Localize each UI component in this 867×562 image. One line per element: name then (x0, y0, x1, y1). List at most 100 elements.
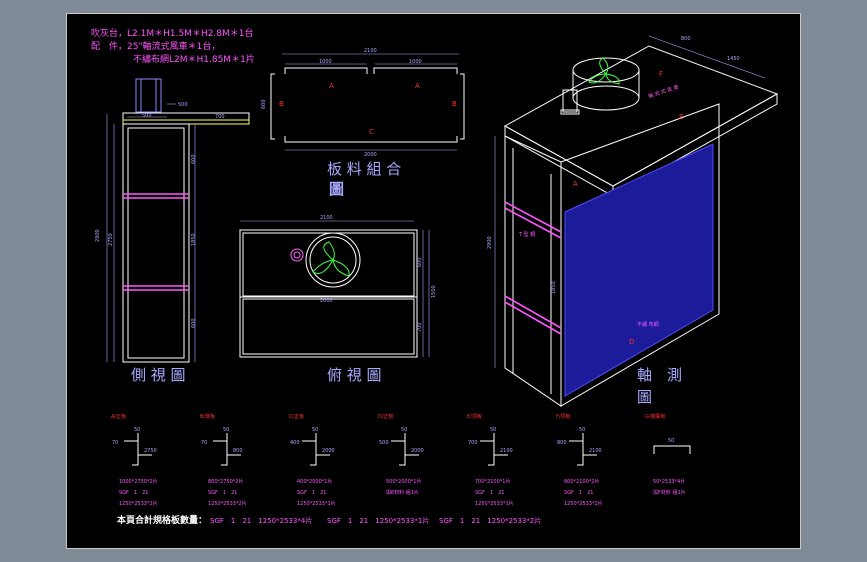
note-fan: 軸 流 式 風 車 (647, 84, 679, 100)
dim-iso-side: 1450 (727, 56, 740, 62)
part-spec-2: 與F材料 組1片 (653, 489, 686, 496)
part-name: D/正板 (378, 413, 394, 420)
part-spec-1: 1000*2750*2片 (119, 478, 158, 485)
panel-a-left (284, 67, 368, 74)
panel-b-right (460, 73, 465, 140)
part-dim-mid: 70 (112, 440, 118, 446)
fan-blade-icon (332, 259, 350, 277)
label-b-right: B (452, 100, 457, 108)
part-spec-1: 500*2000*1片 (386, 478, 421, 485)
part-spec-3: 1250*2533*1片 (297, 500, 336, 507)
iso-mesh-texture (564, 143, 714, 397)
part-profile-flange (488, 433, 495, 466)
part-dim-bot: 2750 (144, 448, 157, 454)
panel-layout-title: 板 料 組 合 (327, 160, 401, 178)
cad-drawing: 吹灰台，L2.1M＊H1.5M＊H2.8M＊1台 配 件，25"軸流式風車＊1台… (91, 27, 779, 526)
part-profile (391, 440, 419, 456)
dim-iso-depth: 800 (681, 36, 691, 42)
dim-top-height: 500 (178, 102, 188, 108)
dim-line (648, 35, 766, 79)
part-profile (569, 440, 597, 456)
panel-a-right (373, 67, 458, 74)
part-profile (124, 440, 152, 456)
note-line-1: 吹灰台，L2.1M＊H1.5M＊H2.8M＊1台 (91, 27, 254, 39)
part-name: G/擋風板 (645, 413, 666, 420)
part-spec-3: 1250*2533*2片 (208, 500, 247, 507)
dim-total-height: 2900 (95, 229, 101, 242)
dim-top-lower: 700 (417, 322, 423, 332)
summary-item-3: SGF 1 21 1250*2533*2片 (439, 516, 541, 525)
part-profile-flange (399, 433, 406, 466)
iso-fan-ring-bottom (572, 85, 640, 111)
panel-c (284, 136, 458, 143)
part-spec-2: SGF 1 21 (297, 490, 326, 496)
part-name: F/頂板 (556, 413, 571, 420)
top-view: 2100 600 1500 700 2000 俯 視 圖 (239, 215, 437, 384)
part-profile-flange (310, 433, 317, 466)
label-iso-d: D (629, 338, 634, 346)
summary-item-1: SGF 1 21 1250*2533*4片 (210, 516, 312, 525)
part-dim-top: 50 (312, 427, 318, 433)
part-spec-1: 50*2533*4片 (653, 478, 685, 485)
isometric-view: 800 1450 2900 1850 F E D A 軸 流 式 風 車 T 型… (487, 35, 779, 407)
iso-view-title: 軸 測 (637, 366, 682, 384)
note-line-3: 不繡布網L2M＊H1.85M＊1片 (133, 53, 255, 65)
part-spec-1: 800*2750*2片 (208, 478, 243, 485)
part-dim-mid: 400 (290, 440, 300, 446)
part-spec-1: 800*2100*2片 (564, 478, 599, 485)
dim-inner-height: 2750 (108, 233, 114, 246)
dim-top-view-width: 2100 (320, 215, 333, 221)
part-spec-3: 1250*2533*1片 (475, 500, 514, 507)
part-dim-mid: 800 (557, 440, 567, 446)
panel-layout-title-2: 圖 (329, 180, 344, 198)
dim-seg3: 600 (191, 318, 197, 328)
part-dim-top: 50 (401, 427, 407, 433)
drawing-sheet: 吹灰台，L2.1M＊H1.5M＊H2.8M＊1台 配 件，25"軸流式風車＊1台… (66, 13, 801, 549)
top-view-outline (239, 229, 418, 358)
part-spec-2: 與E材料 組1片 (386, 489, 419, 496)
part-dim-top: 50 (223, 427, 229, 433)
label-iso-a: A (573, 180, 578, 188)
part-dim-mid: 70 (201, 440, 207, 446)
fan-blade-icon (599, 57, 609, 75)
dim-panel-total: 2100 (364, 48, 377, 54)
part-name: C/正板 (289, 413, 304, 420)
part-dim-bot: 2000 (411, 448, 424, 454)
part-name: E/頂板 (467, 413, 482, 420)
dim-half-left: 1000 (319, 59, 332, 65)
label-c: C (369, 128, 374, 136)
note-mesh: 不繡 布網 (637, 321, 659, 328)
part-spec-3: 1250*2533*2片 (564, 500, 603, 507)
dim-arm: 700 (215, 114, 225, 120)
part-dim-bot: 50 (668, 438, 674, 444)
part-spec-1: 700*2100*1片 (475, 478, 510, 485)
iso-rail (504, 207, 562, 239)
iso-rail (504, 301, 562, 335)
fan-outer-ring (305, 232, 361, 288)
note-line-2: 配 件，25"軸流式風車＊1台， (91, 40, 220, 52)
fan-blade-icon (312, 259, 334, 274)
dim-top-bottom: 2000 (320, 298, 333, 304)
part-profile (653, 445, 691, 454)
iso-body-front (560, 103, 720, 407)
side-fan-housing (135, 78, 162, 113)
dim-top-total: 1500 (431, 285, 437, 298)
dim-top-upper: 600 (417, 257, 423, 267)
label-a-left: A (329, 82, 334, 90)
part-spec-3: 1250*2533*2片 (119, 500, 158, 507)
dim-seg2: 1850 (191, 233, 197, 246)
part-dim-bot: 2000 (322, 448, 335, 454)
fan-inner-ring (309, 236, 357, 284)
part-profile (213, 440, 241, 456)
note-frame: T 型 鋼 (518, 231, 535, 238)
side-view-title: 側 視 圖 (131, 366, 186, 384)
part-dim-bot: 2100 (500, 448, 513, 454)
part-dim-bot: 2100 (589, 448, 602, 454)
part-profile-flange (132, 433, 139, 466)
material-summary: 本頁合計規格板數量： SGF 1 21 1250*2533*4片 SGF 1 2… (117, 514, 541, 526)
label-iso-e: E (679, 113, 683, 121)
summary-label: 本頁合計規格板數量： (117, 514, 207, 526)
motor-icon (290, 248, 304, 262)
dim-top-width: 500 (142, 113, 152, 119)
part-dim-mid: 500 (379, 440, 389, 446)
